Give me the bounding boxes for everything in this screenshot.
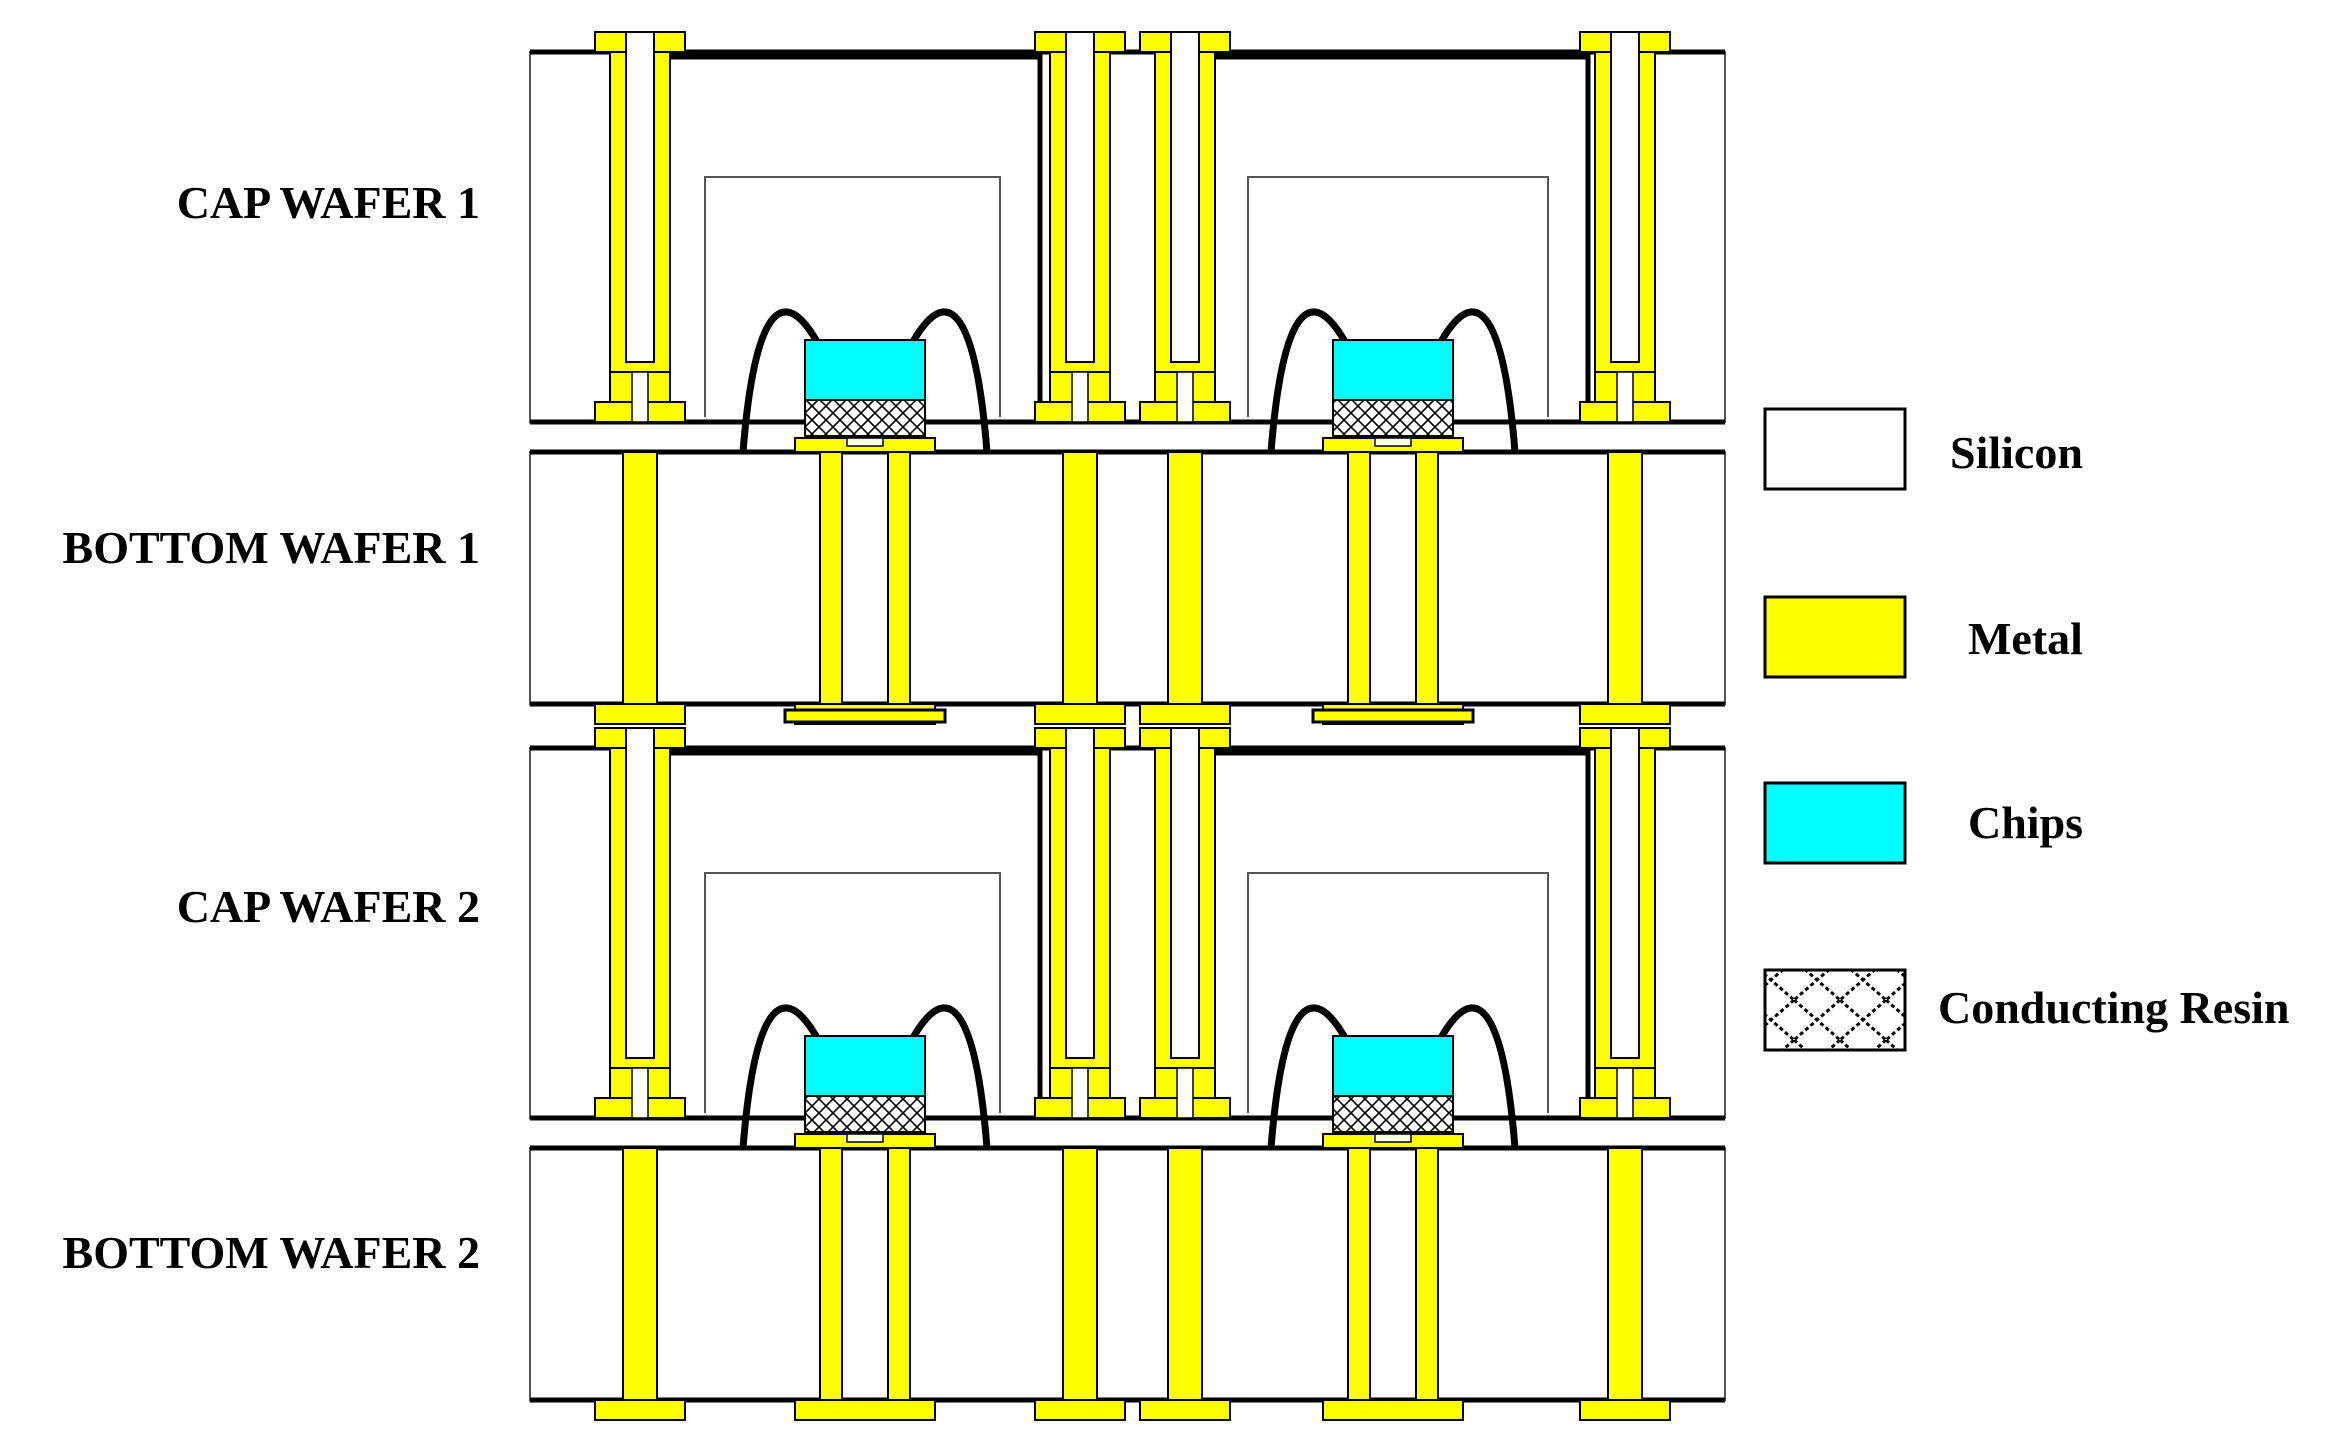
bottom-wafer-1-via-3 (1167, 451, 1203, 705)
conducting-resin-1-2 (1332, 399, 1454, 437)
legend-swatch-chip (1763, 781, 1907, 865)
bottom-wafer-1-via-bottom-pad-1 (594, 703, 686, 725)
conducting-resin-2-1 (804, 1095, 926, 1133)
cap-wafer-1-via-slot-3 (1176, 371, 1194, 423)
bottom-wafer-1-bond-ring-1 (783, 708, 947, 724)
bottom-wafer-2-chip-bottom-pad-2 (1322, 1399, 1464, 1421)
cap-wafer-2-via-slot-2 (1071, 1067, 1089, 1119)
wire-bond-left-1-2 (1267, 308, 1352, 453)
bottom-wafer-2-via-bottom-pad-4 (1579, 1399, 1671, 1421)
bottom-wafer-1-via-4 (1607, 451, 1643, 705)
chip-2-1 (804, 1035, 926, 1097)
wafer-structure (530, 31, 1725, 1421)
cap-wafer-1-via-slot-4 (1616, 371, 1634, 423)
legend-label-silicon: Silicon (1950, 427, 2083, 478)
cap-wafer-1-recess-2 (1247, 176, 1549, 417)
label-bottom-wafer-2: BOTTOM WAFER 2 (62, 1227, 480, 1278)
label-cap-wafer-1: CAP WAFER 1 (176, 177, 480, 228)
bottom-wafer-2-via-3 (1167, 1147, 1203, 1401)
cap-wafer-2-via-core-3 (1170, 727, 1200, 1059)
cap-wafer-1-recess-1 (704, 176, 1001, 417)
bottom-wafer-2-chip-via-right-2 (1415, 1147, 1439, 1401)
cap-wafer-2-via-slot-4 (1616, 1067, 1634, 1119)
legend-label-metal: Metal (1968, 613, 2083, 664)
bottom-wafer-2-chip-pad-slot-2 (1374, 1133, 1412, 1143)
wire-bond-left-2-2 (1267, 1004, 1352, 1149)
legend-swatch-resin (1763, 968, 1907, 1052)
bottom-wafer-1-via-2 (1062, 451, 1098, 705)
cap-wafer-2-via-slot-1 (631, 1067, 649, 1119)
label-bottom-wafer-1: BOTTOM WAFER 1 (62, 522, 480, 573)
cap-wafer-1-via-core-4 (1610, 31, 1640, 363)
cap-wafer-1-via-slot-2 (1071, 371, 1089, 423)
bottom-wafer-2-via-1 (622, 1147, 658, 1401)
bottom-wafer-1-chip-via-right-1 (887, 451, 911, 705)
bottom-wafer-1-bond-ring-2 (1311, 708, 1475, 724)
legend-swatch-silicon (1763, 407, 1907, 491)
cap-wafer-1-via-core-2 (1065, 31, 1095, 363)
legend-swatches (1763, 407, 1907, 1052)
cap-wafer-2-via-core-4 (1610, 727, 1640, 1059)
cap-wafer-2-via-core-1 (625, 727, 655, 1059)
bottom-wafer-2-chip-bottom-pad-1 (794, 1399, 936, 1421)
conducting-resin-1-1 (804, 399, 926, 437)
bottom-wafer-2-via-bottom-pad-1 (594, 1399, 686, 1421)
cap-wafer-2-recess-1 (704, 872, 1001, 1113)
chip-2-2 (1332, 1035, 1454, 1097)
bottom-wafer-1-via-bottom-pad-2 (1034, 703, 1126, 725)
cap-wafer-2-via-core-2 (1065, 727, 1095, 1059)
bottom-wafer-1-chip-pad-slot-1 (846, 437, 884, 447)
wire-bond-right-1-2 (1434, 308, 1519, 453)
bottom-wafer-1-chip-via-left-2 (1347, 451, 1371, 705)
bottom-wafer-2-via-bottom-pad-3 (1139, 1399, 1231, 1421)
bottom-wafer-2-via-2 (1062, 1147, 1098, 1401)
chip-1-2 (1332, 339, 1454, 401)
bottom-wafer-1-via-1 (622, 451, 658, 705)
bottom-wafer-2-chip-via-left-1 (819, 1147, 843, 1401)
wire-bond-right-2-1 (906, 1004, 991, 1149)
cap-wafer-1-via-core-1 (625, 31, 655, 363)
bottom-wafer-2-body (529, 1147, 1726, 1401)
bottom-wafer-2-chip-via-left-2 (1347, 1147, 1371, 1401)
wire-bond-right-2-2 (1434, 1004, 1519, 1149)
bottom-wafer-1-chip-pad-slot-2 (1374, 437, 1412, 447)
wire-bond-right-1-1 (906, 308, 991, 453)
bottom-wafer-1-via-bottom-pad-4 (1579, 703, 1671, 725)
bottom-wafer-2-chip-via-right-1 (887, 1147, 911, 1401)
bottom-wafer-1-chip-via-left-1 (819, 451, 843, 705)
cap-wafer-2-recess-2 (1247, 872, 1549, 1113)
cap-wafer-2-via-slot-3 (1176, 1067, 1194, 1119)
legend-label-conducting-resin: Conducting Resin (1938, 982, 2290, 1033)
bottom-wafer-1-chip-via-right-2 (1415, 451, 1439, 705)
wire-bond-left-2-1 (739, 1004, 824, 1149)
bottom-wafer-2-via-bottom-pad-2 (1034, 1399, 1126, 1421)
bottom-wafer-2-chip-pad-slot-1 (846, 1133, 884, 1143)
legend-label-chips: Chips (1968, 797, 2084, 848)
label-cap-wafer-2: CAP WAFER 2 (176, 881, 480, 932)
cap-wafer-1-via-core-3 (1170, 31, 1200, 363)
conducting-resin-2-2 (1332, 1095, 1454, 1133)
wire-bond-left-1-1 (739, 308, 824, 453)
legend-swatch-metal (1763, 595, 1907, 679)
cap-wafer-1-via-slot-1 (631, 371, 649, 423)
bottom-wafer-2-via-4 (1607, 1147, 1643, 1401)
chip-1-1 (804, 339, 926, 401)
bottom-wafer-1-via-bottom-pad-3 (1139, 703, 1231, 725)
bottom-wafer-1-body (529, 451, 1726, 705)
